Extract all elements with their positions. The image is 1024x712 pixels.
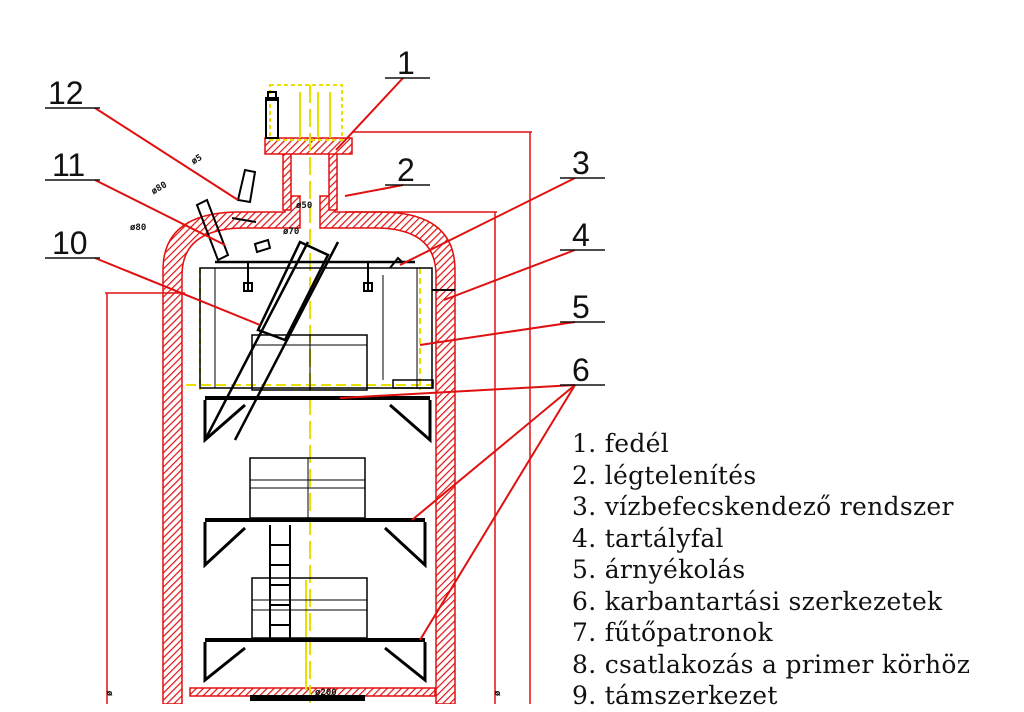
- svg-text:ø80: ø80: [150, 180, 169, 197]
- legend-item-4: 4. tartályfal: [572, 523, 724, 553]
- callout-5: 5: [572, 289, 590, 325]
- internals: [195, 91, 455, 701]
- leader-lines: [94, 77, 576, 641]
- svg-text:ø: ø: [493, 690, 503, 696]
- legend-item-1: 1. fedél: [572, 429, 670, 458]
- svg-text:ø80: ø80: [130, 223, 146, 233]
- legend-item-3: 3. vízbefecskendező rendszer: [572, 492, 954, 521]
- callout-4: 4: [572, 217, 590, 253]
- callout-2: 2: [397, 152, 415, 188]
- svg-text:ø200: ø200: [315, 688, 337, 698]
- callout-numbers: 1 2 3 4 5 6 10 11 12: [48, 45, 590, 388]
- legend-list: 1. fedél 2. légtelenítés 3. vízbefecsken…: [572, 428, 970, 712]
- callout-11: 11: [52, 147, 85, 183]
- dimension-lines: [105, 131, 532, 704]
- callout-10: 10: [52, 225, 88, 261]
- legend-item-8: 8. csatlakozás a primer körhöz: [572, 649, 971, 679]
- legend-item-9: 9. támszerkezet: [572, 681, 778, 710]
- legend-item-2: 2. légtelenítés: [572, 460, 757, 490]
- callout-3: 3: [572, 145, 590, 181]
- legend-item-5: 5. árnyékolás: [572, 555, 746, 584]
- legend-item-6: 6. karbantartási szerkezetek: [572, 586, 943, 616]
- svg-text:ø50: ø50: [296, 201, 312, 211]
- legend-item-7: 7. fűtőpatronok: [572, 618, 774, 647]
- callout-6: 6: [572, 352, 590, 388]
- callout-1: 1: [397, 45, 415, 81]
- svg-text:ø5: ø5: [190, 153, 204, 167]
- callout-underlines: [45, 77, 605, 386]
- callout-12: 12: [48, 75, 84, 111]
- svg-text:ø70: ø70: [283, 227, 299, 237]
- svg-text:ø: ø: [105, 690, 115, 696]
